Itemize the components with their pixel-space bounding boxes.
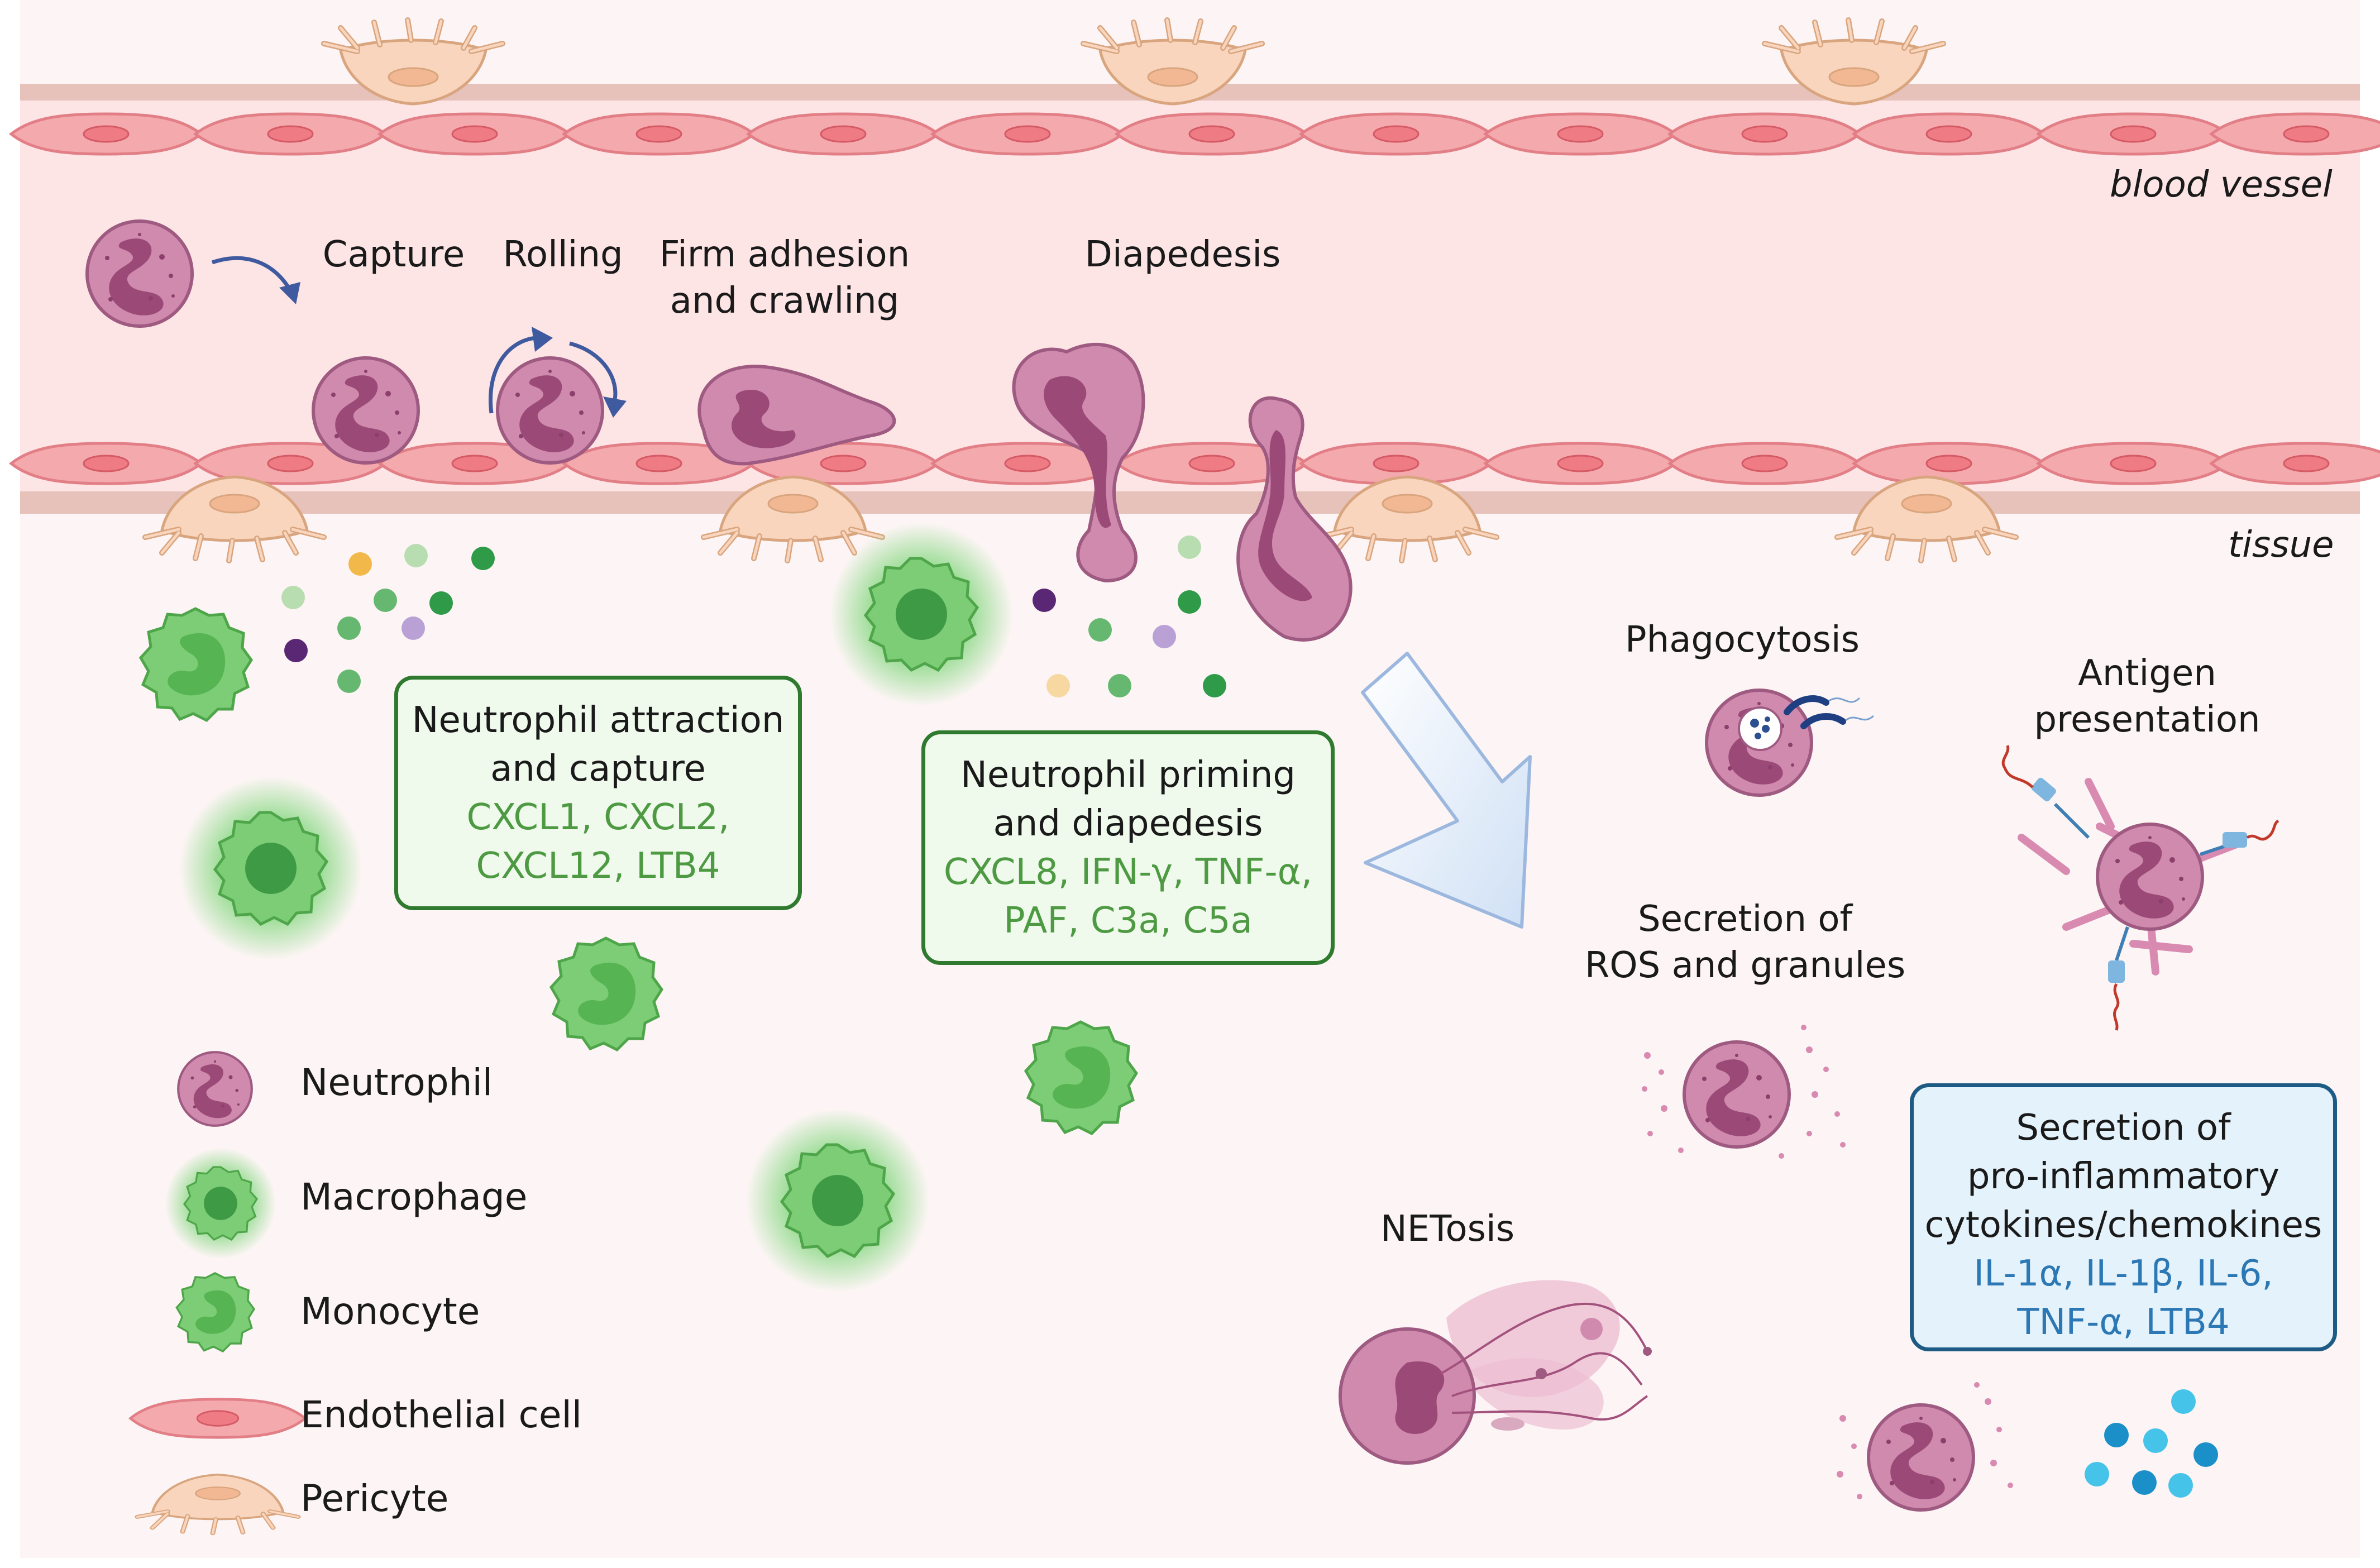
step-adhesion-label: Firm adhesion and crawling xyxy=(659,234,910,322)
rolling-arrowhead-right xyxy=(603,396,627,418)
tissue-arrow xyxy=(1361,652,1532,929)
chemokines-middle xyxy=(1033,536,1226,697)
step-rolling-label: Rolling xyxy=(503,234,623,275)
legend-monocyte: Monocyte xyxy=(300,1290,480,1333)
box-cytokine-secretion: Secretion of pro-inflammatory cytokines/… xyxy=(1910,1083,2337,1351)
macrophage-1 xyxy=(829,522,1014,706)
rolling-arrow-left xyxy=(489,336,537,414)
neutrophil-phagocytosis xyxy=(1707,690,1875,795)
phagocytosis-label: Phagocytosis xyxy=(1625,619,1860,661)
step-diapedesis-label: Diapedesis xyxy=(1084,234,1281,275)
ros-secretion-label: Secretion of ROS and granules xyxy=(1584,898,1906,987)
capture-arrowhead xyxy=(279,282,300,304)
legend-endothelial: Endothelial cell xyxy=(300,1393,582,1436)
neutrophil-cytokine-secretion xyxy=(1837,1382,2013,1510)
legend-icon-endothelial xyxy=(131,1399,305,1437)
legend-neutrophil: Neutrophil xyxy=(300,1061,493,1104)
neutrophil-free xyxy=(87,221,192,326)
chemokines-left xyxy=(281,544,495,693)
neutrophil-diapedesis-1 xyxy=(1012,342,1145,583)
cytokines-blue xyxy=(2085,1389,2218,1498)
antigen-presentation-label: Antigen presentation xyxy=(2034,653,2260,741)
capture-arrow xyxy=(211,256,293,291)
macrophage-2 xyxy=(179,776,363,960)
neutrophil-diapedesis-2 xyxy=(1236,396,1353,642)
netosis-label: NETosis xyxy=(1380,1208,1515,1250)
step-capture-label: Capture xyxy=(322,234,465,275)
neutrophil-netosis xyxy=(1339,1280,1652,1465)
blood-vessel-label: blood vessel xyxy=(2110,164,2333,205)
neutrophil-crawling xyxy=(697,365,896,466)
tissue-label: tissue xyxy=(2228,524,2334,566)
neutrophil-captured xyxy=(313,358,418,463)
box-priming-diapedesis: Neutrophil priming and diapedesis CXCL8,… xyxy=(921,730,1335,965)
macrophage-3 xyxy=(745,1108,930,1293)
rolling-arrowhead-left xyxy=(532,327,553,352)
legend-macrophage: Macrophage xyxy=(300,1175,528,1218)
legend-icon-macrophage xyxy=(165,1148,276,1259)
legend-pericyte: Pericyte xyxy=(300,1477,449,1520)
neutrophil-ros-secretion xyxy=(1642,1025,1846,1159)
neutrophil-rolling xyxy=(498,358,603,463)
neutrophil-antigen-presenting xyxy=(2001,745,2279,1031)
box-attraction-capture: Neutrophil attraction and capture CXCL1,… xyxy=(394,676,802,910)
legend-icon-neutrophil xyxy=(178,1052,252,1126)
rolling-arrow-right xyxy=(569,341,618,403)
